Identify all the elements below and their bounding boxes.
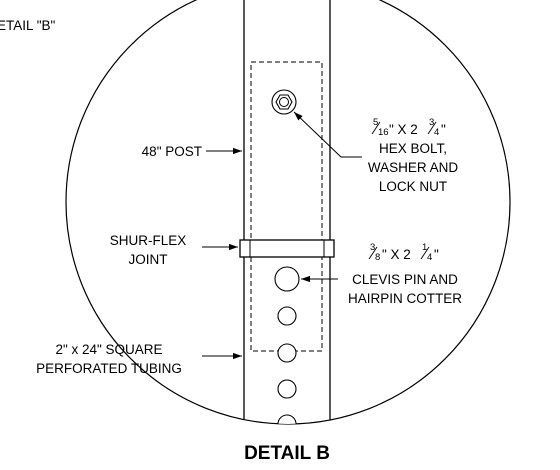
bolt-len-den: 4 [434, 127, 439, 138]
shur-flex-joint-collar [239, 239, 335, 258]
pin-size-den: 8 [375, 252, 380, 263]
detail-title: DETAIL B [244, 443, 330, 464]
pin-callout: 3 8 " X 2 1 4 " CLEVIS PIN AND HAIRPIN C… [348, 242, 462, 306]
bolt-size-num: 5 [373, 117, 378, 128]
detail-reference: ETAIL "B" [0, 18, 56, 33]
tubing-label-line1: 2" x 24" SQUARE [55, 342, 162, 357]
hex-bolt-washer [271, 89, 297, 115]
pin-len-num: 1 [422, 242, 427, 253]
bolt-line4: LOCK NUT [379, 179, 447, 194]
bolt-line3: WASHER AND [368, 160, 459, 175]
tube-hole [277, 379, 297, 399]
pin-len-den: 4 [427, 252, 432, 263]
post-label: 48" POST [142, 144, 202, 159]
bolt-size-mid: " X 2 [389, 122, 418, 137]
bolt-len-num: 3 [429, 117, 434, 128]
pin-line3: HAIRPIN COTTER [348, 291, 462, 306]
bolt-callout: 5 16 " X 2 3 4 " HEX BOLT, WASHER AND LO… [368, 117, 459, 194]
pin-size-num: 3 [370, 242, 375, 253]
bolt-size-end: " [441, 122, 446, 137]
pin-size-mid: " X 2 [382, 247, 411, 262]
bolt-line2: HEX BOLT, [379, 141, 447, 156]
tubing-label-line2: PERFORATED TUBING [36, 361, 182, 376]
joint-label-line1: SHUR-FLEX [110, 233, 187, 248]
clevis-pin [274, 266, 300, 292]
bolt-size-den: 16 [378, 127, 389, 138]
joint-label-line2: JOINT [129, 252, 168, 267]
tube-hole [277, 306, 297, 326]
pin-size-end: " [434, 247, 439, 262]
pin-line2: CLEVIS PIN AND [352, 272, 458, 287]
hex-bolt-head [275, 94, 293, 110]
tube-hole [277, 414, 297, 424]
tube-hole [277, 343, 297, 363]
bolt-leader [293, 111, 362, 158]
hex-bolt-shank [279, 97, 289, 107]
